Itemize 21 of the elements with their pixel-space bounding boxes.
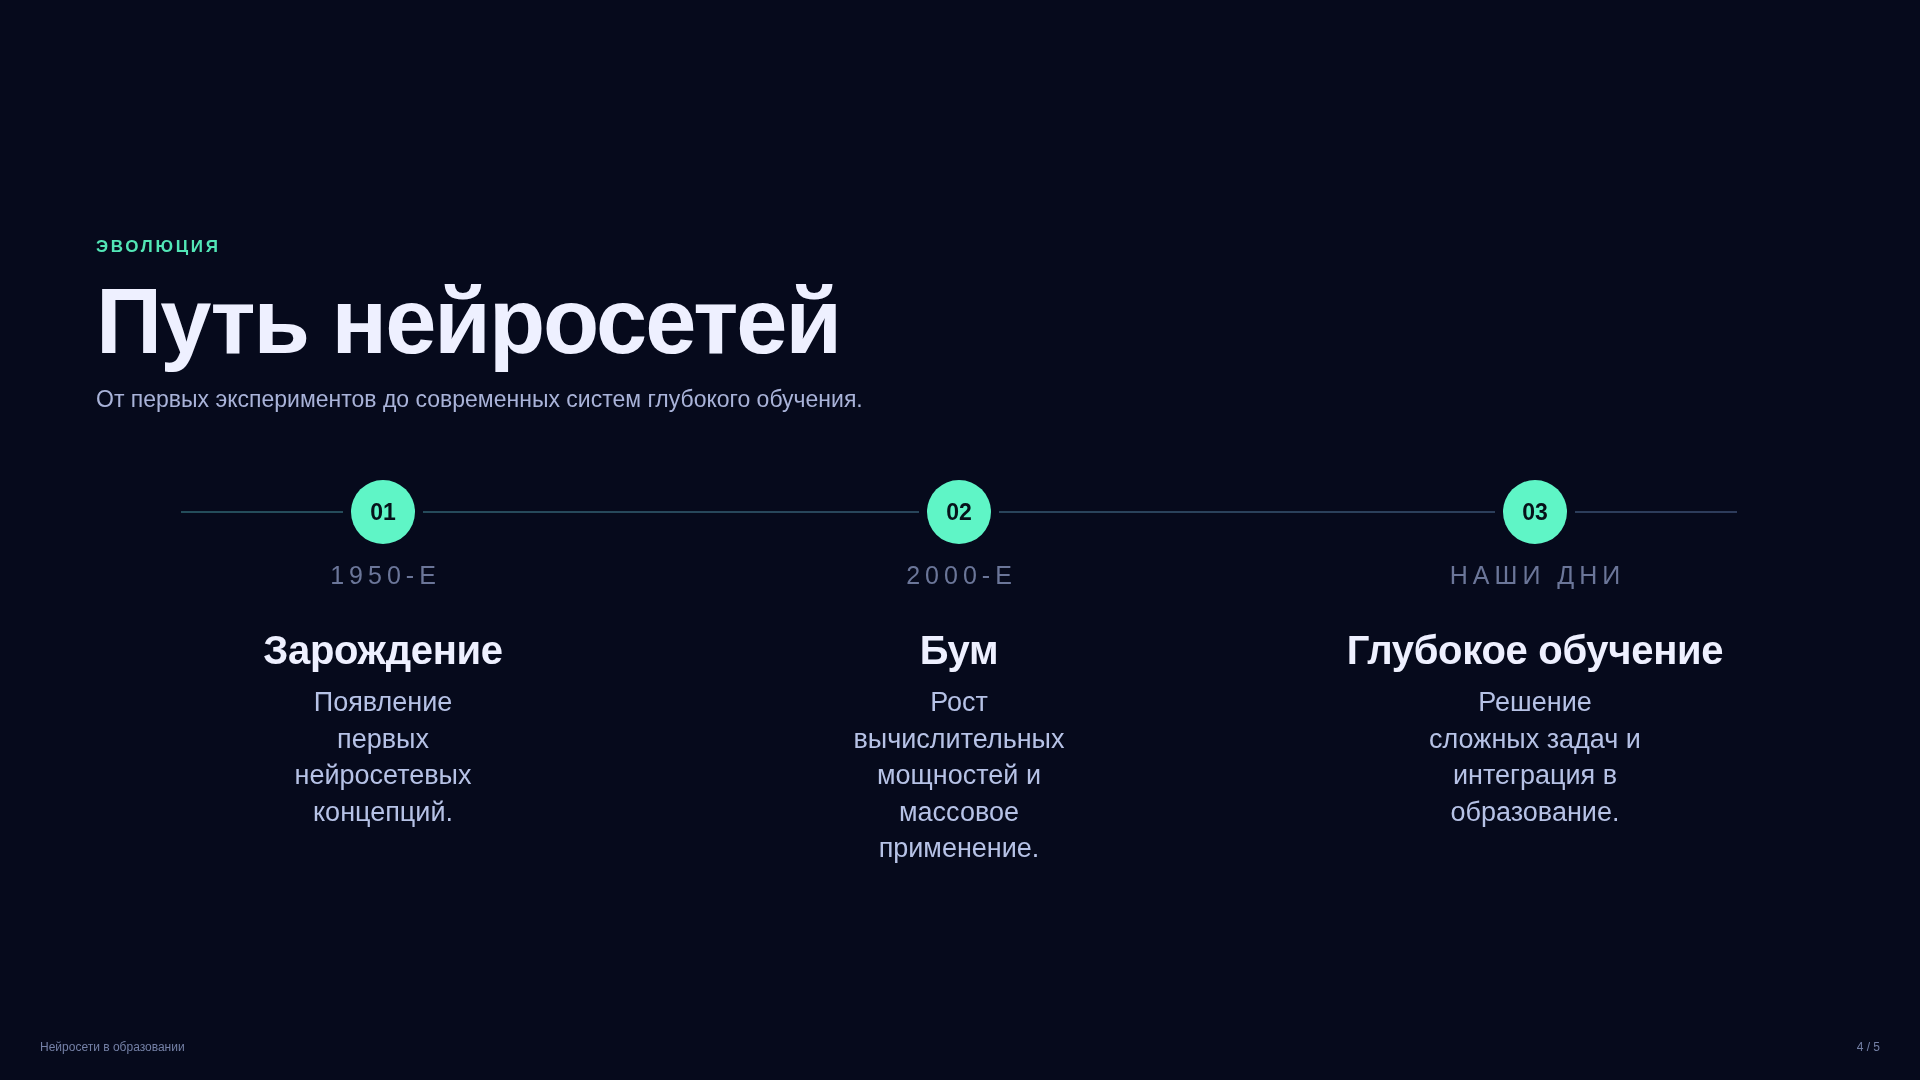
- step-description: Появление первых нейросетевых концепций.: [293, 686, 473, 829]
- period-label: 2000-Е: [906, 560, 1017, 590]
- step-number-circle: 03: [1503, 480, 1567, 544]
- step-heading: Глубокое обучение: [1346, 627, 1724, 673]
- timeline-line: [180, 511, 344, 513]
- eyebrow-label: ЭВОЛЮЦИЯ: [96, 237, 221, 257]
- subtitle: От первых экспериментов до современных систем глубокого обучения.: [96, 386, 863, 413]
- footer-text: Нейросети в образовании: [40, 1040, 185, 1054]
- step-description: Решение сложных задач и интеграция в образование.: [1428, 686, 1642, 829]
- step-number-circle: 02: [927, 480, 991, 544]
- slide-title: Путь нейросетей: [96, 269, 841, 374]
- period-label: 1950-Е: [330, 560, 441, 590]
- step-number-circle: 01: [351, 480, 415, 544]
- timeline-line: [1574, 511, 1738, 513]
- period-label: НАШИ ДНИ: [1449, 560, 1626, 590]
- timeline-line: [998, 511, 1496, 513]
- step-description: Рост вычислительных мощностей и массовое применение.: [852, 686, 1066, 865]
- step-heading: Зарождение: [263, 627, 503, 673]
- step-heading: Бум: [919, 627, 999, 673]
- page-number: 4 / 5: [1856, 1040, 1880, 1054]
- timeline-line: [422, 511, 920, 513]
